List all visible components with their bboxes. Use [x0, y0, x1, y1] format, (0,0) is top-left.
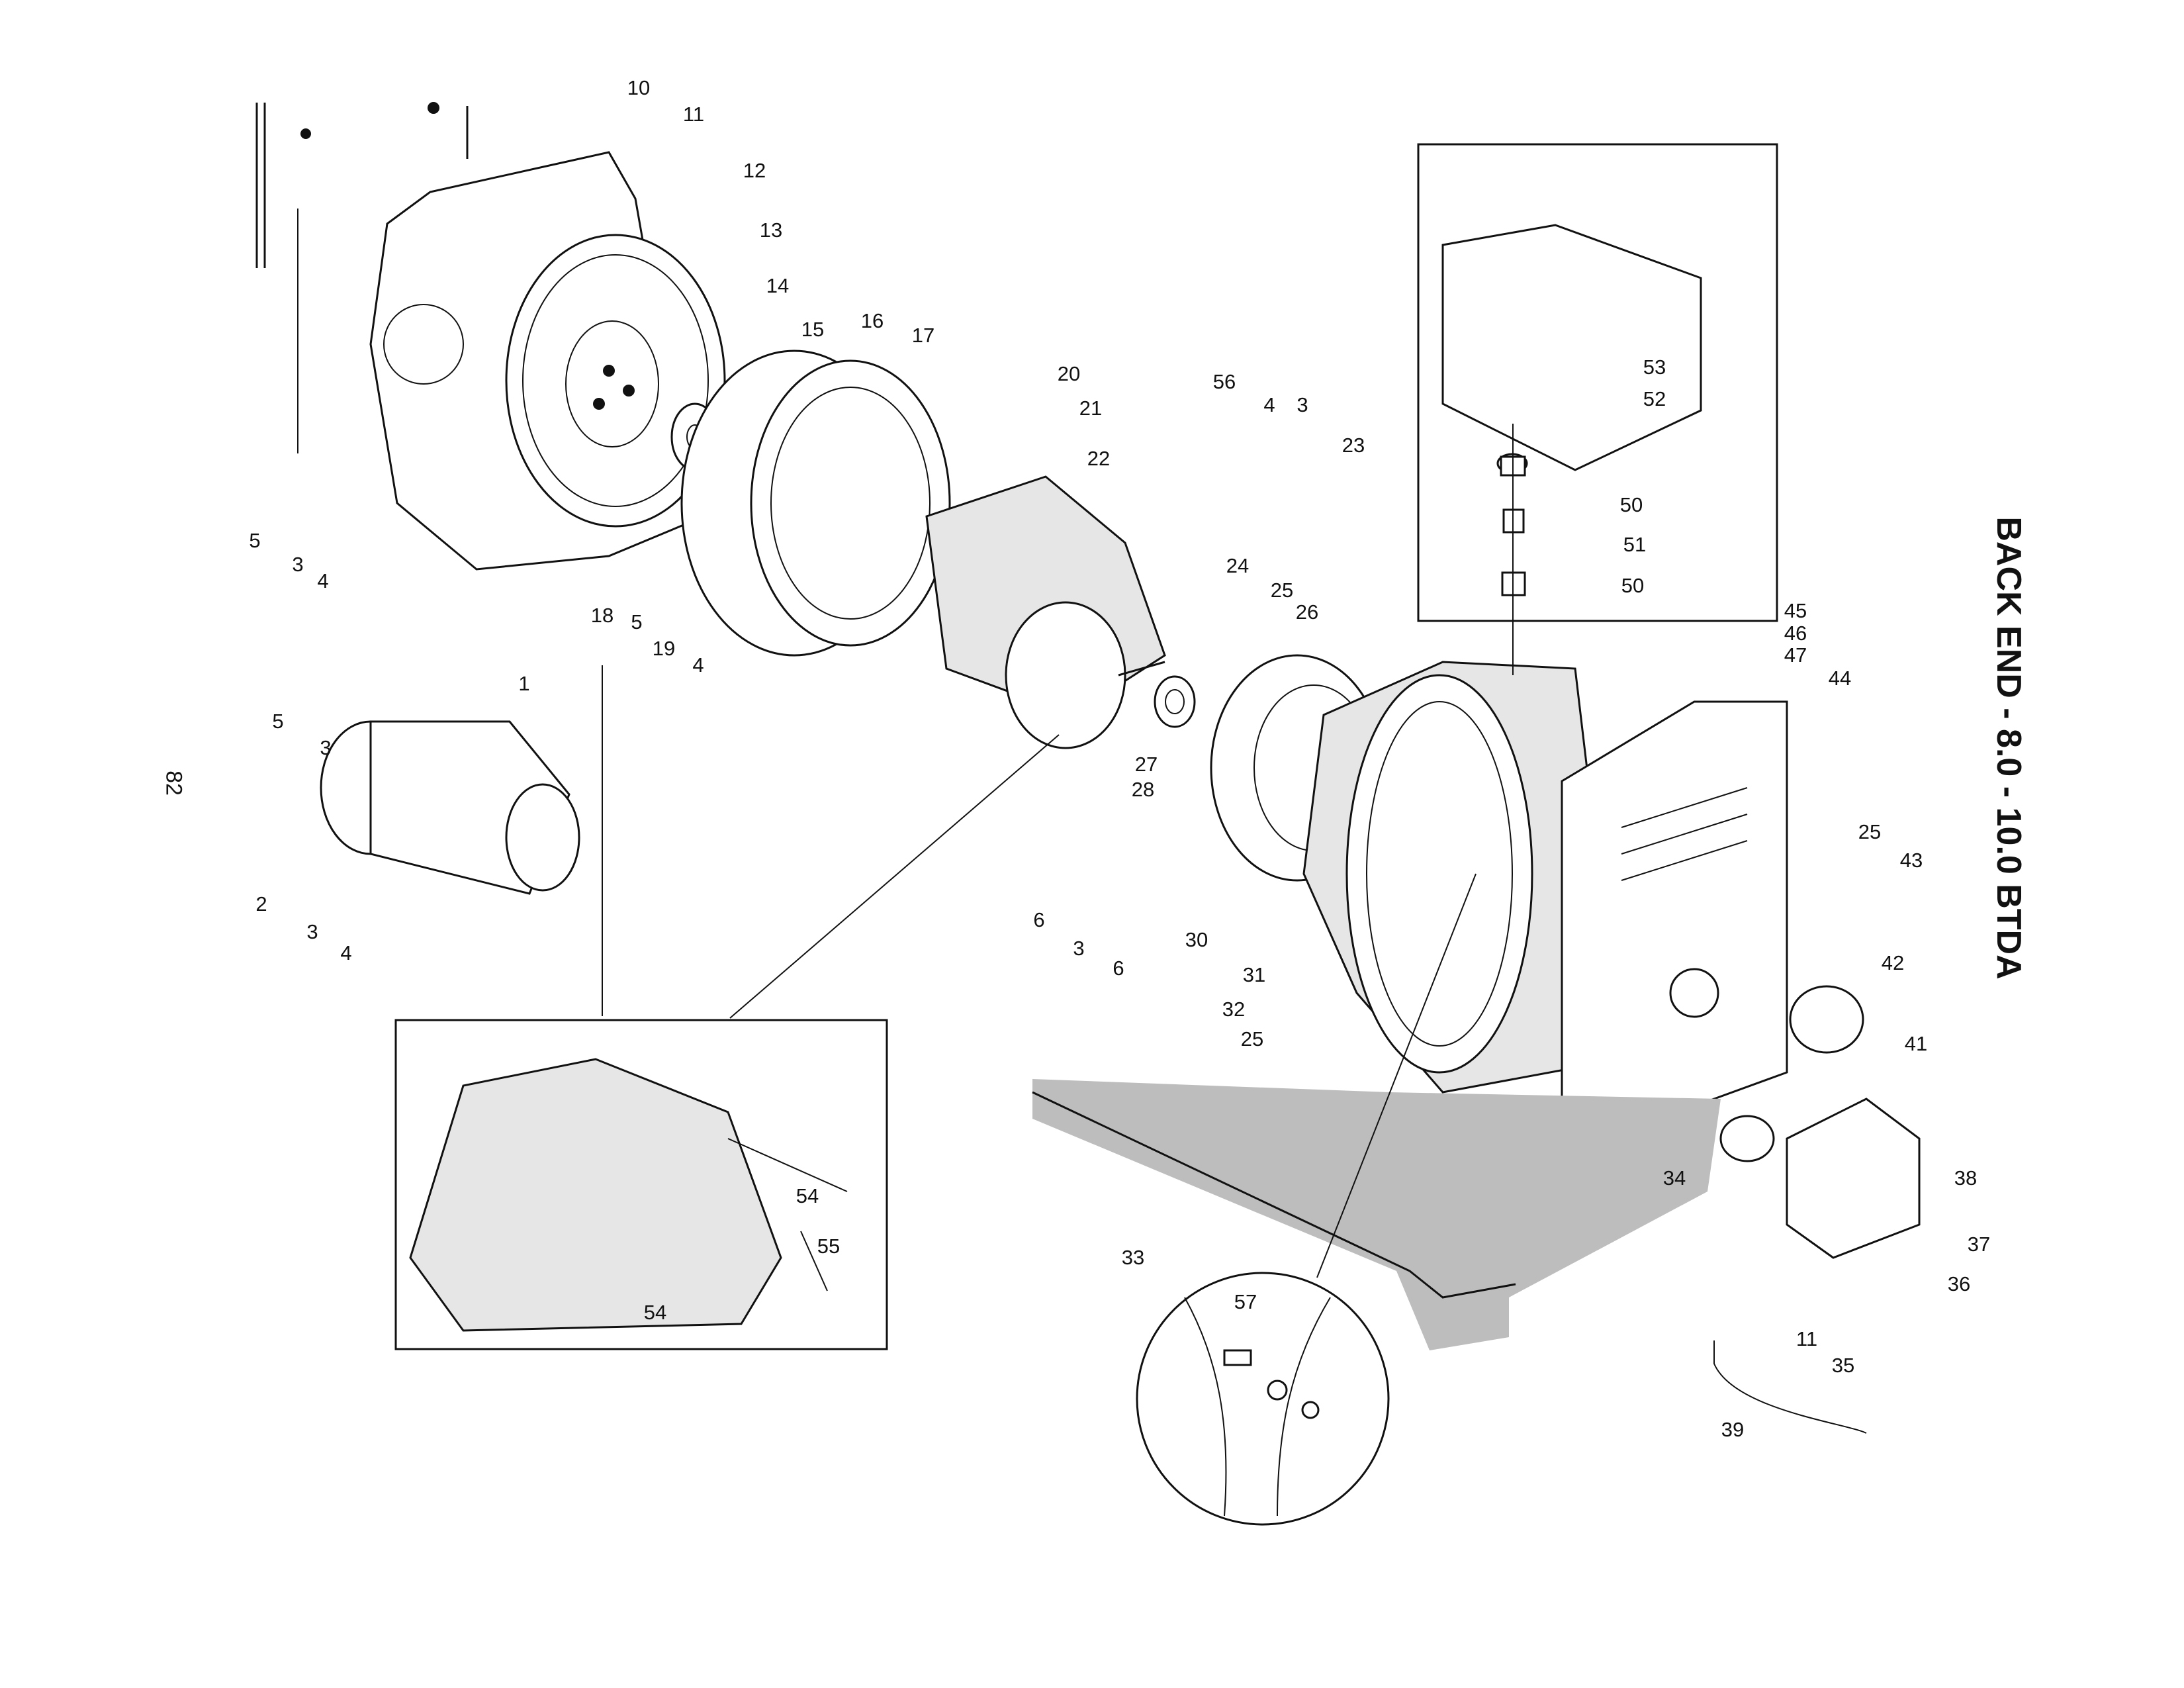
callout-label: 34: [1663, 1166, 1686, 1190]
callout-label: 45: [1784, 599, 1807, 622]
callout-label: 4: [340, 941, 351, 964]
callout-label: 11: [683, 103, 704, 126]
callout-label: 3: [306, 920, 318, 943]
callout-label: 25: [1858, 820, 1881, 843]
callout-label: 37: [1968, 1233, 1990, 1256]
callout-label: 19: [653, 637, 675, 660]
callout-label: 3: [1297, 393, 1308, 416]
callout-label: 43: [1900, 849, 1923, 872]
callout-label: 46: [1784, 622, 1807, 645]
callout-label: 50: [1620, 493, 1643, 516]
callout-label: 54: [796, 1184, 819, 1207]
callout-label: 4: [692, 653, 704, 677]
callout-label: 4: [1263, 393, 1275, 416]
callout-label: 5: [249, 529, 260, 552]
callout-label: 42: [1882, 951, 1904, 974]
callout-label: 1: [518, 672, 529, 695]
callout-label: 17: [912, 324, 934, 347]
callout-label: 55: [817, 1235, 840, 1258]
callout-label: 30: [1185, 928, 1208, 951]
callout-label: 13: [760, 218, 782, 242]
callout-label: 24: [1226, 554, 1249, 577]
starter-motor: [320, 720, 580, 895]
callout-label: 53: [1643, 355, 1666, 379]
callout-label: 33: [1122, 1246, 1144, 1269]
rotor-assembly: [925, 475, 1166, 749]
callout-label: 4: [317, 569, 328, 592]
callout-label: 5: [631, 610, 642, 633]
callout-label: 27: [1135, 753, 1158, 776]
callout-label: 41: [1905, 1032, 1927, 1055]
flywheel: [505, 234, 726, 528]
control-box-inset-frame: [1417, 143, 1778, 669]
callout-label: 47: [1784, 643, 1807, 667]
callout-label: 57: [1234, 1290, 1257, 1313]
wiring-inset-frame: [394, 1019, 888, 1350]
callout-label: 25: [1241, 1027, 1263, 1051]
base-rail: [1032, 1079, 1721, 1350]
callout-label: 10: [627, 76, 650, 99]
end-cover: [1561, 700, 1788, 1127]
fan-ring: [680, 350, 951, 657]
callout-label: 56: [1213, 370, 1236, 393]
callout-label: 3: [1073, 937, 1084, 960]
callout-label: 15: [801, 318, 824, 341]
mount-flange: [1719, 985, 1921, 1259]
callout-label: 3: [292, 553, 303, 576]
callout-label: 50: [1621, 574, 1644, 597]
callout-label: 51: [1623, 533, 1646, 556]
callout-label: 44: [1829, 667, 1851, 690]
callout-label: 5: [272, 710, 283, 733]
callout-label: 22: [1087, 447, 1110, 470]
callout-label: 35: [1832, 1354, 1854, 1377]
page-title: BACK END - 8.0 - 10.0 BTDA: [1989, 516, 2028, 980]
callout-label: 26: [1296, 600, 1318, 624]
generator-housing: [1302, 661, 1623, 1094]
callout-label: 11: [1796, 1327, 1817, 1350]
callout-label: 38: [1954, 1166, 1977, 1190]
callout-label: 2: [255, 892, 267, 915]
engine-frame-edge: [255, 103, 469, 268]
callout-label: 6: [1113, 957, 1124, 980]
callout-label: 16: [861, 309, 884, 332]
callout-label: 31: [1243, 963, 1265, 986]
callout-label: 20: [1058, 362, 1080, 385]
callout-label: 6: [1033, 908, 1044, 931]
callout-label: 25: [1271, 579, 1293, 602]
page-number: 82: [161, 771, 187, 796]
callout-label: 28: [1132, 778, 1154, 801]
callout-label: 21: [1079, 397, 1102, 420]
callout-label: 3: [320, 736, 331, 759]
callout-label: 54: [644, 1301, 666, 1324]
callout-label: 36: [1948, 1272, 1970, 1295]
callout-label: 23: [1342, 434, 1365, 457]
callout-label: 18: [591, 604, 614, 627]
bearing: [1154, 675, 1196, 728]
callout-label: 32: [1222, 998, 1245, 1021]
leader-lines: [297, 209, 1867, 1434]
ground-stud-inset: [1136, 1272, 1390, 1526]
callout-label: 14: [766, 274, 789, 297]
callout-label: 39: [1721, 1418, 1744, 1441]
callout-label: 12: [743, 159, 766, 182]
callout-label: 52: [1643, 387, 1666, 410]
